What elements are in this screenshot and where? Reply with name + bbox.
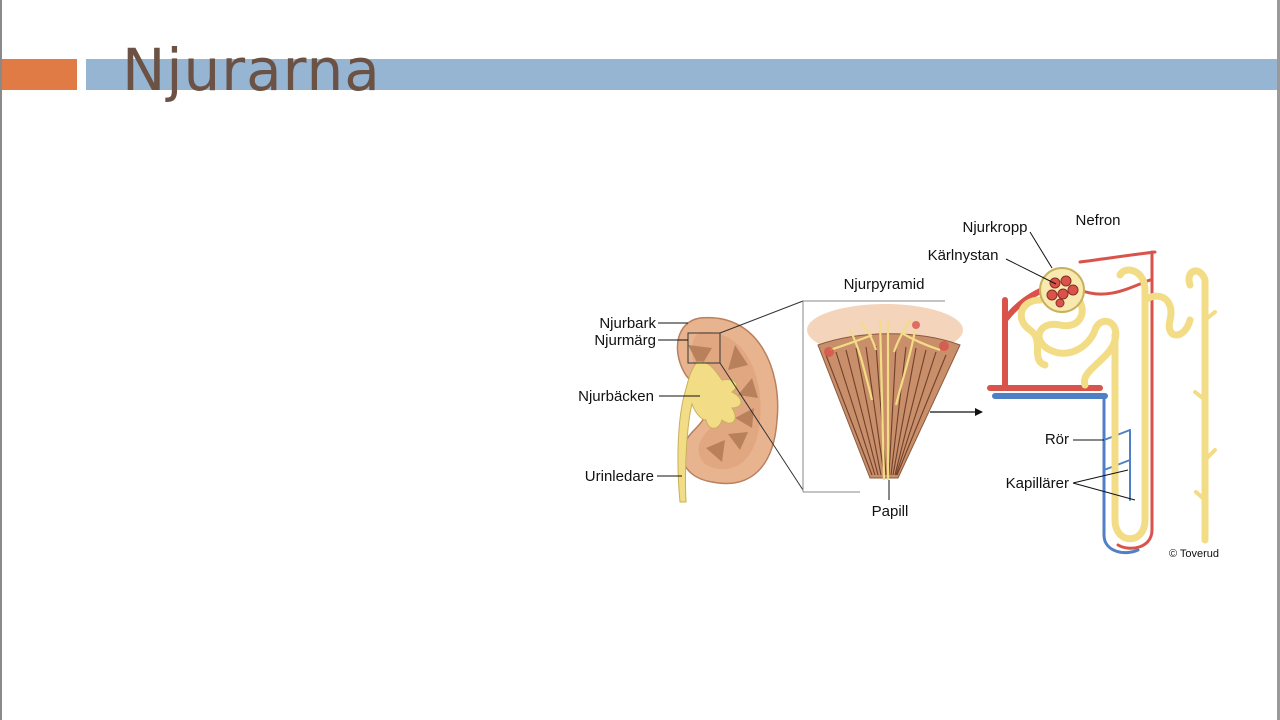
label-karlnystan: Kärlnystan — [928, 247, 999, 264]
label-njurpyramid: Njurpyramid — [844, 276, 925, 293]
label-nefron: Nefron — [1075, 212, 1120, 229]
label-urinledare: Urinledare — [585, 468, 654, 485]
slide-title: Njurarna — [122, 36, 381, 104]
label-njurbacken: Njurbäcken — [578, 388, 654, 405]
kidney-illustration — [676, 300, 804, 503]
label-njurkropp: Njurkropp — [962, 219, 1027, 236]
nephron-illustration — [987, 231, 1217, 555]
credit-toverud: © Toverud — [1169, 548, 1219, 560]
label-papill: Papill — [872, 503, 909, 520]
label-njurmarg: Njurmärg — [594, 332, 656, 349]
title-accent-bar — [2, 59, 77, 90]
label-njurbark: Njurbark — [599, 315, 656, 332]
pyramid-illustration — [802, 300, 983, 500]
label-ror: Rör — [1045, 431, 1069, 448]
slide-left-edge — [0, 0, 2, 720]
title-band — [86, 59, 1277, 90]
label-kapillarer: Kapillärer — [1006, 475, 1069, 492]
slide-right-edge — [1277, 0, 1280, 720]
